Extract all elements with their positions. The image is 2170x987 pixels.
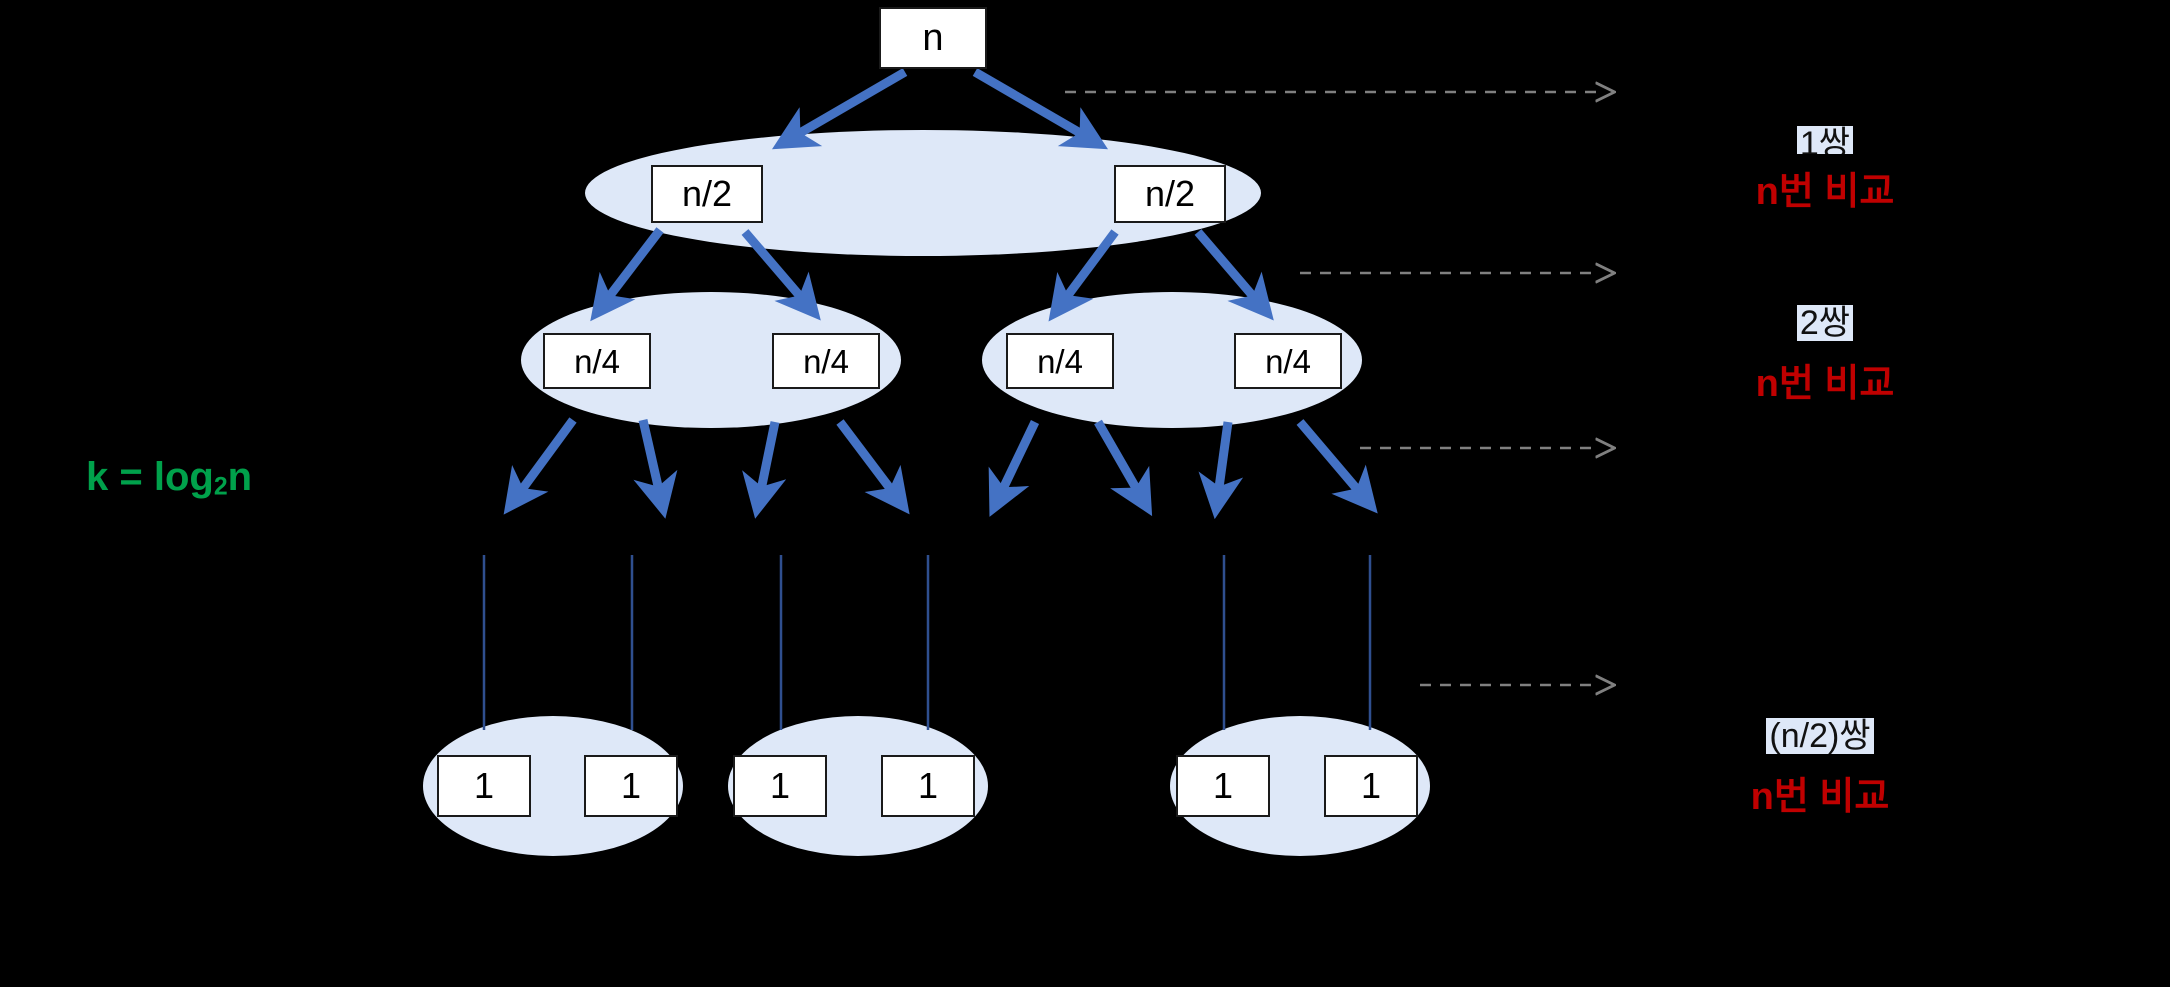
group-ellipses — [423, 130, 1430, 856]
formula-k-text: k = log — [86, 455, 214, 499]
side-label-leaf: (n/2)쌍 n번 비교 — [1640, 718, 2000, 820]
node-leaf-4: 1 — [881, 755, 975, 817]
side-label-leaf-pairs: (n/2)쌍 — [1766, 718, 1874, 754]
side-label-level2-compare: n번 비교 — [1755, 363, 1895, 405]
node-leaf-6: 1 — [1324, 755, 1418, 817]
side-label-level1: 1쌍 n번 비교 — [1660, 126, 1990, 215]
ellipse-leaf-3 — [1170, 716, 1430, 856]
side-label-level1-pairs: 1쌍 — [1796, 126, 1854, 154]
node-root: n — [879, 7, 987, 69]
group-arrows-level2-leaf — [503, 417, 1378, 520]
node-level1-right: n/2 — [1114, 165, 1226, 223]
node-level2-a: n/4 — [543, 333, 651, 389]
ellipse-level2-left — [521, 292, 901, 428]
arrow-l2c-right — [1094, 419, 1153, 517]
node-leaf-1: 1 — [437, 755, 531, 817]
arrow-l1right-to-l2c — [1048, 229, 1119, 322]
group-dashed-pointers — [1065, 92, 1598, 685]
arrow-l1left-to-l2b — [741, 229, 821, 321]
side-label-level2: 2쌍 n번 비교 — [1660, 305, 1990, 407]
arrow-l1left-to-l2a — [590, 227, 664, 322]
arrow-l2d-left — [1198, 421, 1244, 520]
node-level2-b: n/4 — [772, 333, 880, 389]
arrow-root-to-left — [771, 68, 908, 150]
arrow-l2d-right — [1296, 419, 1378, 514]
ellipse-leaf-2 — [728, 716, 988, 856]
ellipse-leaf-1 — [423, 716, 683, 856]
ellipse-level2-right — [982, 292, 1362, 428]
arrow-l2a-left — [503, 417, 577, 515]
arrow-l2b-right — [836, 419, 910, 515]
side-label-level1-compare: n번 비교 — [1755, 171, 1895, 213]
formula-depth-k: k = log2n — [86, 455, 252, 501]
group-arrows-level0-1 — [771, 68, 1109, 150]
side-label-level2-pairs: 2쌍 — [1796, 305, 1854, 341]
node-leaf-2: 1 — [584, 755, 678, 817]
arrow-l2c-left — [988, 420, 1040, 517]
group-arrows-level1-2 — [590, 227, 1274, 322]
arrow-l1right-to-l2d — [1194, 229, 1274, 321]
formula-k-subscript: 2 — [213, 473, 228, 501]
formula-k-suffix: n — [227, 455, 253, 499]
group-leaf-connectors — [482, 555, 1372, 730]
arrow-l2b-left — [742, 421, 787, 519]
node-level2-c: n/4 — [1006, 333, 1114, 389]
arrow-l2a-right — [633, 419, 678, 519]
arrow-root-to-right — [972, 68, 1109, 150]
node-level2-d: n/4 — [1234, 333, 1342, 389]
node-level1-left: n/2 — [651, 165, 763, 223]
node-leaf-3: 1 — [733, 755, 827, 817]
side-label-leaf-compare: n번 비교 — [1750, 776, 1890, 818]
ellipse-level1 — [585, 130, 1261, 256]
node-leaf-5: 1 — [1176, 755, 1270, 817]
